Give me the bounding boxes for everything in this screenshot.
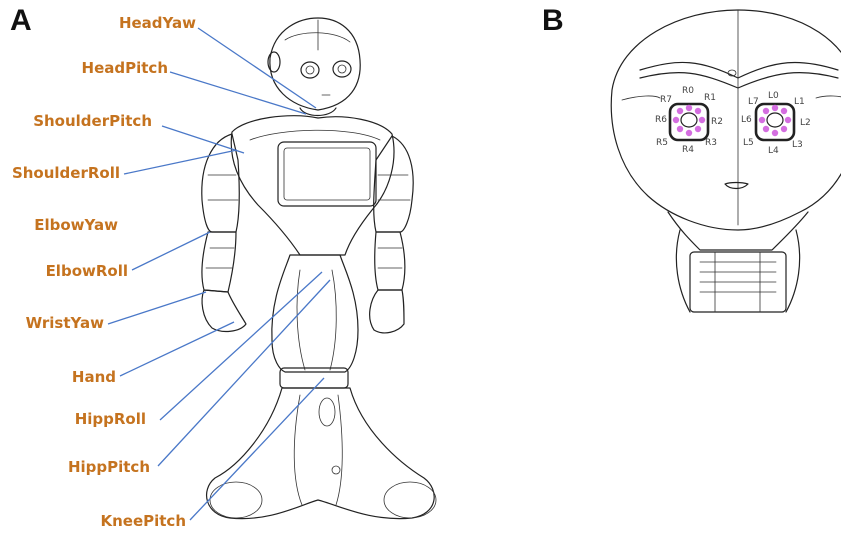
leader-headpitch bbox=[170, 72, 306, 114]
left-eye-leds bbox=[759, 105, 791, 136]
led-label-r5: R5 bbox=[656, 138, 668, 148]
joint-label-hipppitch: HippPitch bbox=[68, 458, 150, 476]
joint-label-kneepitch: KneePitch bbox=[100, 512, 186, 530]
led-dot-l7 bbox=[763, 108, 769, 114]
led-dot-l4 bbox=[772, 130, 778, 136]
led-label-l0: L0 bbox=[768, 91, 779, 101]
led-label-r4: R4 bbox=[682, 145, 694, 155]
led-dot-l6 bbox=[759, 117, 765, 123]
led-label-r3: R3 bbox=[705, 138, 717, 148]
led-dot-r5 bbox=[677, 126, 683, 132]
leader-lines bbox=[108, 28, 330, 520]
led-label-l4: L4 bbox=[768, 146, 779, 156]
joint-label-elbowyaw: ElbowYaw bbox=[34, 216, 118, 234]
led-dot-l2 bbox=[785, 117, 791, 123]
joint-label-shoulderroll: ShoulderRoll bbox=[12, 164, 120, 182]
led-label-r7: R7 bbox=[660, 95, 672, 105]
leader-headyaw bbox=[198, 28, 316, 108]
led-label-r6: R6 bbox=[655, 115, 667, 125]
leader-wristyaw bbox=[108, 292, 206, 324]
led-dot-r1 bbox=[695, 108, 701, 114]
led-label-r0: R0 bbox=[682, 86, 694, 96]
joint-label-hand: Hand bbox=[72, 368, 116, 386]
leader-elbowroll bbox=[132, 232, 210, 270]
led-label-l5: L5 bbox=[743, 138, 754, 148]
led-dot-r2 bbox=[699, 117, 705, 123]
led-label-r2: R2 bbox=[711, 117, 723, 127]
led-label-r1: R1 bbox=[704, 93, 716, 103]
right-eye-leds bbox=[673, 105, 705, 136]
led-label-l3: L3 bbox=[792, 140, 803, 150]
joint-label-elbowroll: ElbowRoll bbox=[46, 262, 128, 280]
led-label-l1: L1 bbox=[794, 97, 805, 107]
joint-label-hipproll: HippRoll bbox=[75, 410, 146, 428]
led-dot-l1 bbox=[781, 108, 787, 114]
led-dot-r0 bbox=[686, 105, 692, 111]
led-dot-l3 bbox=[781, 126, 787, 132]
leader-kneepitch bbox=[190, 378, 324, 520]
led-label-l2: L2 bbox=[800, 118, 811, 128]
joint-label-headpitch: HeadPitch bbox=[82, 59, 168, 77]
led-dot-r6 bbox=[673, 117, 679, 123]
leader-shoulderroll bbox=[124, 150, 237, 174]
joint-label-headyaw: HeadYaw bbox=[119, 14, 196, 32]
led-label-l6: L6 bbox=[741, 115, 752, 125]
led-dot-l5 bbox=[763, 126, 769, 132]
led-dot-r7 bbox=[677, 108, 683, 114]
led-label-l7: L7 bbox=[748, 97, 759, 107]
joint-labels: HeadYaw HeadPitch ShoulderPitch Shoulder… bbox=[12, 14, 196, 530]
joint-label-shoulderpitch: ShoulderPitch bbox=[33, 112, 152, 130]
led-dot-l0 bbox=[772, 105, 778, 111]
leader-hipppitch bbox=[158, 280, 330, 466]
led-dot-r4 bbox=[686, 130, 692, 136]
joint-label-wristyaw: WristYaw bbox=[26, 314, 105, 332]
head-closeup-sketch bbox=[611, 10, 841, 312]
led-dot-r3 bbox=[695, 126, 701, 132]
